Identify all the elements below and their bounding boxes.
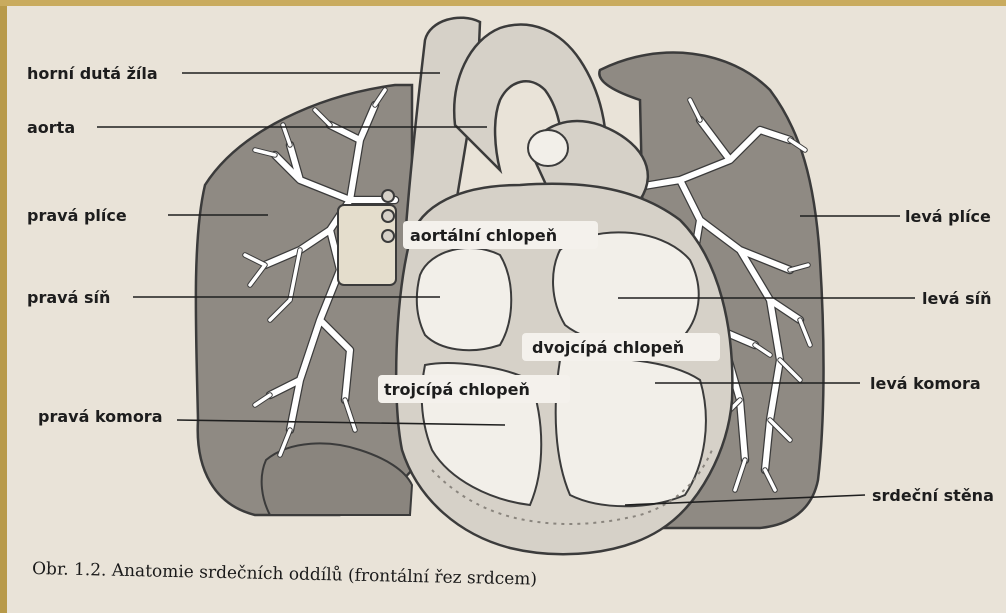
label-srdecni-stena: srdeční stěna bbox=[872, 486, 994, 505]
aorta-lumen bbox=[528, 130, 568, 166]
label-aorta: aorta bbox=[27, 118, 75, 137]
label-mitral-valve: dvojcípá chlopeň bbox=[532, 338, 684, 357]
label-prava-plice: pravá plíce bbox=[27, 206, 127, 225]
label-leva-sin: levá síň bbox=[922, 289, 992, 308]
label-prava-sin: pravá síň bbox=[27, 288, 110, 307]
label-aortic-valve: aortální chlopeň bbox=[410, 226, 557, 245]
right-atrium bbox=[417, 248, 512, 350]
left-atrium bbox=[553, 232, 699, 345]
pulmonary-vessels bbox=[338, 190, 396, 285]
label-prava-komora: pravá komora bbox=[38, 407, 163, 426]
label-leva-plice: levá plíce bbox=[905, 207, 991, 226]
page-frame-top bbox=[0, 0, 1006, 6]
label-tricuspid-valve: trojcípá chlopeň bbox=[384, 380, 530, 399]
left-ventricle bbox=[556, 358, 706, 506]
label-leva-komora: levá komora bbox=[870, 374, 981, 393]
page-frame-left bbox=[0, 0, 7, 613]
label-horni-duta-zila: horní dutá žíla bbox=[27, 64, 158, 83]
